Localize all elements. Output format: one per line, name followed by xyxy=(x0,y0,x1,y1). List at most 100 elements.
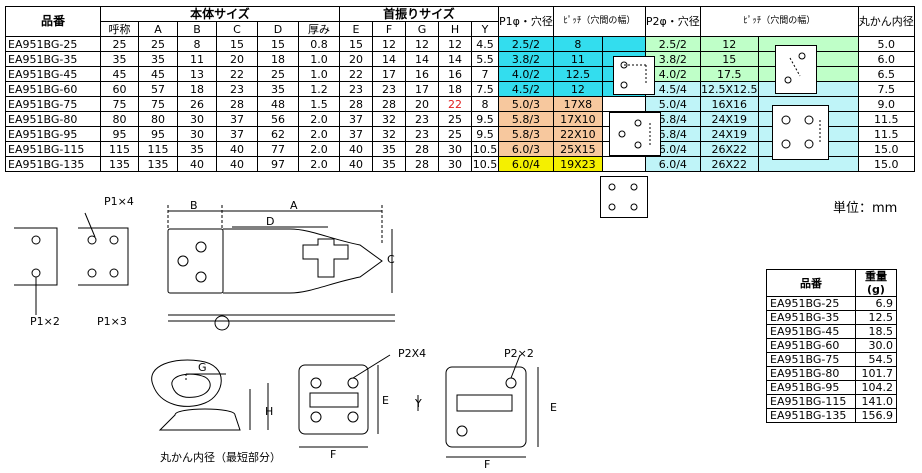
spec-cell: 17 xyxy=(372,66,406,82)
spec-cell: 12 xyxy=(405,36,439,52)
hole-pattern-icon xyxy=(784,52,806,84)
spec-cell: 60 xyxy=(100,81,139,97)
spec-cell: 12.5 xyxy=(552,66,603,82)
pitch1-figure-cell xyxy=(601,96,646,112)
weight-part-cell: EA951BG-60 xyxy=(766,338,856,353)
spec-cell: 40 xyxy=(177,156,217,172)
spec-cell: 12.5X12.5 xyxy=(699,81,759,97)
spec-cell: 15.0 xyxy=(857,141,915,157)
spec-cell: 2.0 xyxy=(298,141,340,157)
header-part-number: 品番 xyxy=(5,6,101,37)
header-neck-size: 首振りサイズ xyxy=(339,6,499,22)
spec-cell: 32 xyxy=(372,126,406,142)
spec-cell: 22 xyxy=(339,66,373,82)
spec-cell: 115 xyxy=(100,141,139,157)
spec-cell: 23 xyxy=(405,126,439,142)
spec-cell: 28 xyxy=(339,96,373,112)
spec-cell: EA951BG-135 xyxy=(5,156,101,172)
spec-cell: 1.5 xyxy=(298,96,340,112)
spec-cell: 26X22 xyxy=(699,141,759,157)
spec-cell: 0.8 xyxy=(298,36,340,52)
label-p1x2: P1×2 xyxy=(30,315,60,328)
weight-header-part: 品番 xyxy=(766,269,856,297)
weight-value-cell: 54.5 xyxy=(855,352,897,367)
spec-cell: 35 xyxy=(372,141,406,157)
spec-cell: 5.0/4 xyxy=(644,96,701,112)
label-p2x4: P2X4 xyxy=(398,347,426,360)
spec-cell: 48 xyxy=(257,96,299,112)
spec-cell: 40 xyxy=(339,156,373,172)
spec-cell: 45 xyxy=(100,66,139,82)
spec-cell: 23 xyxy=(405,111,439,127)
spec-cell: 25 xyxy=(138,36,178,52)
spec-cell: 10.5 xyxy=(471,141,499,157)
spec-cell: 25 xyxy=(100,36,139,52)
spec-cell: 95 xyxy=(138,126,178,142)
spec-cell: 1.0 xyxy=(298,66,340,82)
label-p1x3: P1×3 xyxy=(97,315,127,328)
spec-cell: 19X23 xyxy=(552,156,603,172)
spec-cell: 5.5 xyxy=(471,51,499,67)
pitch1-diagram-3hole xyxy=(609,112,661,156)
dim-a: A xyxy=(290,199,298,212)
spec-cell: 37 xyxy=(216,126,258,142)
spec-cell: EA951BG-115 xyxy=(5,141,101,157)
label-p1x4: P1×4 xyxy=(104,195,134,208)
dim-e-right: E xyxy=(550,401,557,414)
dim-d: D xyxy=(266,215,274,228)
dim-e-left: E xyxy=(382,394,389,407)
label-p2x2: P2×2 xyxy=(504,347,534,360)
spec-cell: 30 xyxy=(438,141,472,157)
spec-cell: 14 xyxy=(405,51,439,67)
spec-cell: 2.0 xyxy=(298,126,340,142)
spec-cell: 30 xyxy=(177,111,217,127)
sub-header-9: H xyxy=(438,21,472,37)
spec-cell: 9.5 xyxy=(471,126,499,142)
spec-cell: EA951BG-25 xyxy=(5,36,101,52)
hasp-plate xyxy=(167,228,224,294)
spec-cell: 35 xyxy=(257,81,299,97)
weight-part-cell: EA951BG-80 xyxy=(766,366,856,381)
staple-bar xyxy=(309,392,359,408)
hole-icon xyxy=(31,268,41,278)
spec-cell: 2.0 xyxy=(298,156,340,172)
sub-header-10: Y xyxy=(471,21,499,37)
slot-icon xyxy=(302,238,349,278)
header-body-size: 本体サイズ xyxy=(100,6,340,22)
spec-cell: 15 xyxy=(699,51,759,67)
header-ring: 丸かん内径 xyxy=(857,6,915,37)
spec-cell: 2.5/2 xyxy=(498,36,554,52)
spec-cell: 15 xyxy=(339,36,373,52)
spec-cell: 17.5 xyxy=(699,66,759,82)
spec-cell: 20 xyxy=(339,51,373,67)
spec-cell: 4.0/2 xyxy=(644,66,701,82)
spec-cell: 28 xyxy=(372,96,406,112)
dim-f-left: F xyxy=(330,448,336,461)
label-ring-inner: 丸かん内径（最短部分） xyxy=(160,450,281,464)
spec-cell: 37 xyxy=(339,126,373,142)
spec-cell: 35 xyxy=(177,141,217,157)
spec-cell: 25 xyxy=(257,66,299,82)
spec-cell: 22X10 xyxy=(552,126,603,142)
spec-cell: 30 xyxy=(438,156,472,172)
spec-cell: 45 xyxy=(138,66,178,82)
spec-cell: 22 xyxy=(216,66,258,82)
weight-part-cell: EA951BG-75 xyxy=(766,352,856,367)
hole-pattern-icon xyxy=(781,115,821,149)
sub-header-0: 呼称 xyxy=(100,21,139,37)
spec-cell: EA951BG-45 xyxy=(5,66,101,82)
spec-cell: 12 xyxy=(438,36,472,52)
spec-cell: 5.8/3 xyxy=(498,126,554,142)
spec-cell: 17X10 xyxy=(552,111,603,127)
spec-cell: 11.5 xyxy=(857,126,915,142)
spec-cell: 6.0/4 xyxy=(644,156,701,172)
spec-cell: 57 xyxy=(138,81,178,97)
weight-value-cell: 141.0 xyxy=(855,394,897,409)
spec-cell: 12 xyxy=(699,36,759,52)
